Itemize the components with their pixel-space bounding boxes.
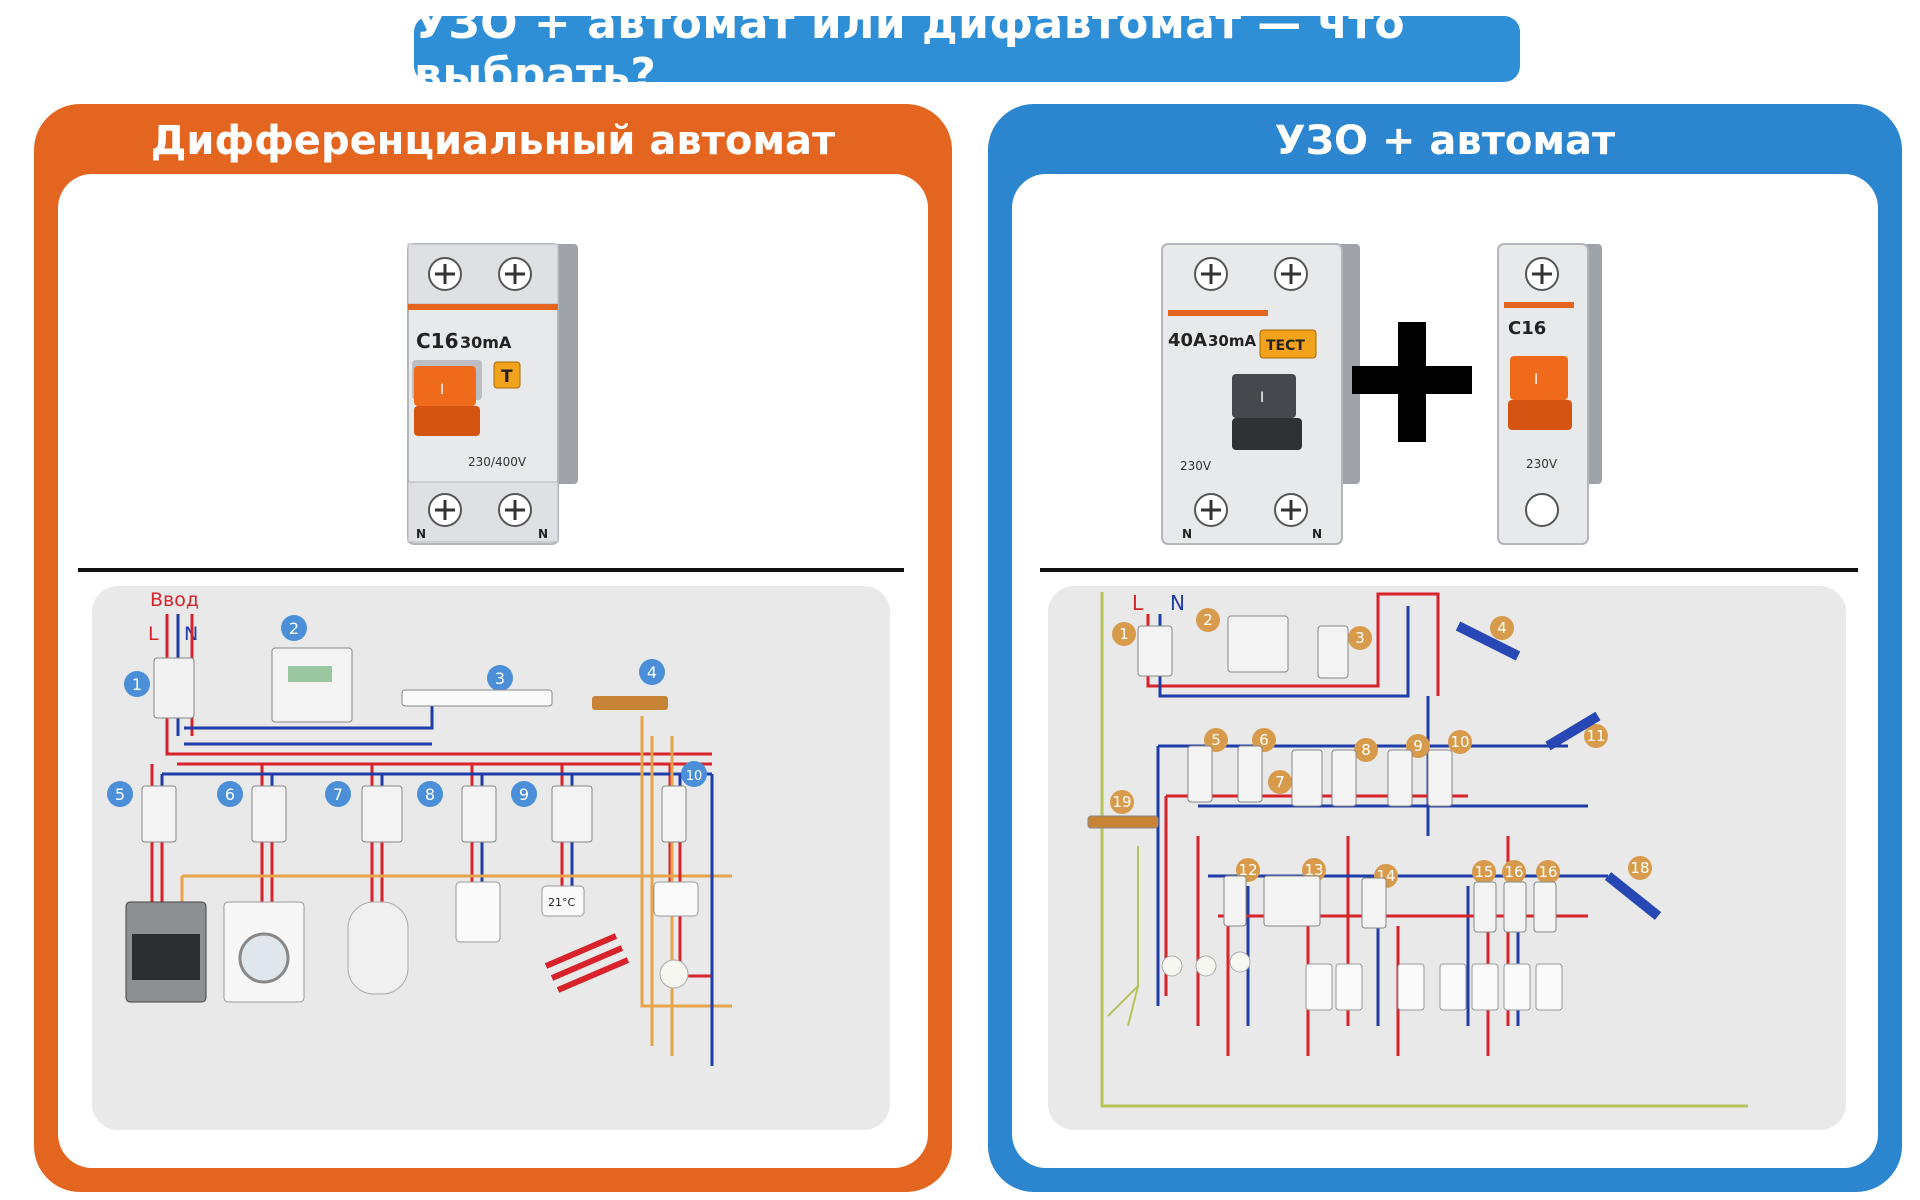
svg-text:N: N [538, 527, 548, 541]
breaker-rating: C16 [1508, 318, 1546, 339]
earth-bus [592, 696, 668, 710]
svg-text:8: 8 [1361, 741, 1371, 759]
svg-text:L: L [1132, 591, 1144, 615]
svg-text:7: 7 [1275, 773, 1285, 791]
rcd-illustration: 40A 30mA ТЕСТ I 230V N N [1161, 243, 1360, 545]
panel-title-left: Дифференциальный автомат [150, 118, 836, 164]
svg-text:9: 9 [519, 785, 529, 804]
svg-text:5: 5 [115, 785, 125, 804]
test-button-label: T [501, 367, 513, 387]
wiring-scheme-left: Ввод L N 1 2 3 4 5 6 7 8 [92, 586, 890, 1130]
svg-text:I: I [1260, 390, 1264, 406]
device-rating: C16 [416, 329, 459, 353]
lever-label: I [440, 382, 444, 398]
svg-text:2: 2 [289, 619, 299, 638]
svg-text:1: 1 [132, 675, 142, 694]
wiring-scheme-right: L N 1 2 3 4 5 6 7 8 9 10 11 12 13 [1048, 586, 1846, 1130]
svg-text:4: 4 [1497, 619, 1507, 637]
device-voltage: 230/400V [468, 455, 527, 469]
wiring-diagram-right: L N 1 2 3 4 5 6 7 8 9 10 11 12 13 [1087, 591, 1748, 1108]
lamp-icon [1229, 951, 1251, 973]
svg-text:15: 15 [1474, 863, 1493, 881]
svg-text:N: N [1312, 527, 1322, 541]
thermostat-icon [541, 885, 585, 917]
svg-text:13: 13 [1304, 861, 1323, 879]
svg-text:16: 16 [1538, 863, 1557, 881]
breaker-illustration: C16 I 230V [1497, 243, 1602, 545]
divider-right [1040, 568, 1858, 572]
breaker-voltage: 230V [1526, 457, 1558, 471]
lamp-icon [659, 959, 689, 989]
svg-text:8: 8 [425, 785, 435, 804]
svg-text:6: 6 [225, 785, 235, 804]
svg-text:I: I [1534, 372, 1538, 388]
svg-text:N: N [416, 527, 426, 541]
rcd-current: 30mA [1208, 332, 1257, 350]
svg-text:1: 1 [1119, 625, 1129, 643]
socket-icon [455, 881, 501, 943]
lamp-icon [1195, 955, 1217, 977]
panel-diff-breaker: Дифференциальный автомат C16 30mA T I 23… [34, 104, 952, 1192]
thermostat-reading: 21°C [548, 896, 575, 909]
water-heater-icon [347, 901, 409, 995]
svg-text:18: 18 [1630, 859, 1649, 877]
svg-text:10: 10 [686, 769, 703, 784]
rcd-voltage: 230V [1180, 459, 1212, 473]
floor-heating-icon [544, 933, 630, 993]
plus-icon [1352, 322, 1472, 442]
panel-rcd-breaker: УЗО + автомат 40A 30mA ТЕСТ I 230V N N [988, 104, 1902, 1192]
svg-text:L: L [148, 623, 159, 645]
svg-text:19: 19 [1112, 793, 1131, 811]
divider-left [78, 568, 904, 572]
rcd-test-label: ТЕСТ [1266, 338, 1305, 354]
rcd-rating: 40A [1168, 330, 1207, 351]
diff-breaker-illustration: C16 30mA T I 230/400V N N [407, 243, 578, 545]
svg-text:12: 12 [1238, 861, 1257, 879]
svg-text:3: 3 [1355, 629, 1365, 647]
input-label: Ввод [150, 589, 199, 611]
svg-text:9: 9 [1413, 737, 1423, 755]
page-title: УЗО + автомат или дифавтомат — что выбра… [414, 0, 1520, 100]
svg-text:6: 6 [1259, 731, 1269, 749]
rcd-lever [1232, 374, 1296, 418]
svg-text:16: 16 [1504, 863, 1523, 881]
wiring-diagram-left: Ввод L N 1 2 3 4 5 6 7 8 [107, 589, 732, 1066]
svg-text:5: 5 [1211, 731, 1221, 749]
lamp-icon [1161, 955, 1183, 977]
svg-text:N: N [1170, 591, 1185, 615]
light-switch-icon [653, 881, 699, 917]
terminal-block [401, 689, 553, 707]
svg-text:2: 2 [1203, 611, 1213, 629]
device-current: 30mA [460, 333, 512, 352]
panel-title-right: УЗО + автомат [1274, 118, 1616, 164]
lever [414, 366, 476, 406]
svg-text:3: 3 [495, 669, 505, 688]
svg-text:10: 10 [1450, 733, 1469, 751]
electric-meter [271, 647, 353, 723]
svg-text:N: N [1182, 527, 1192, 541]
svg-text:7: 7 [333, 785, 343, 804]
svg-text:4: 4 [647, 663, 657, 682]
diff-breaker [153, 657, 195, 719]
svg-text:11: 11 [1586, 727, 1605, 745]
breaker-lever [1510, 356, 1568, 400]
